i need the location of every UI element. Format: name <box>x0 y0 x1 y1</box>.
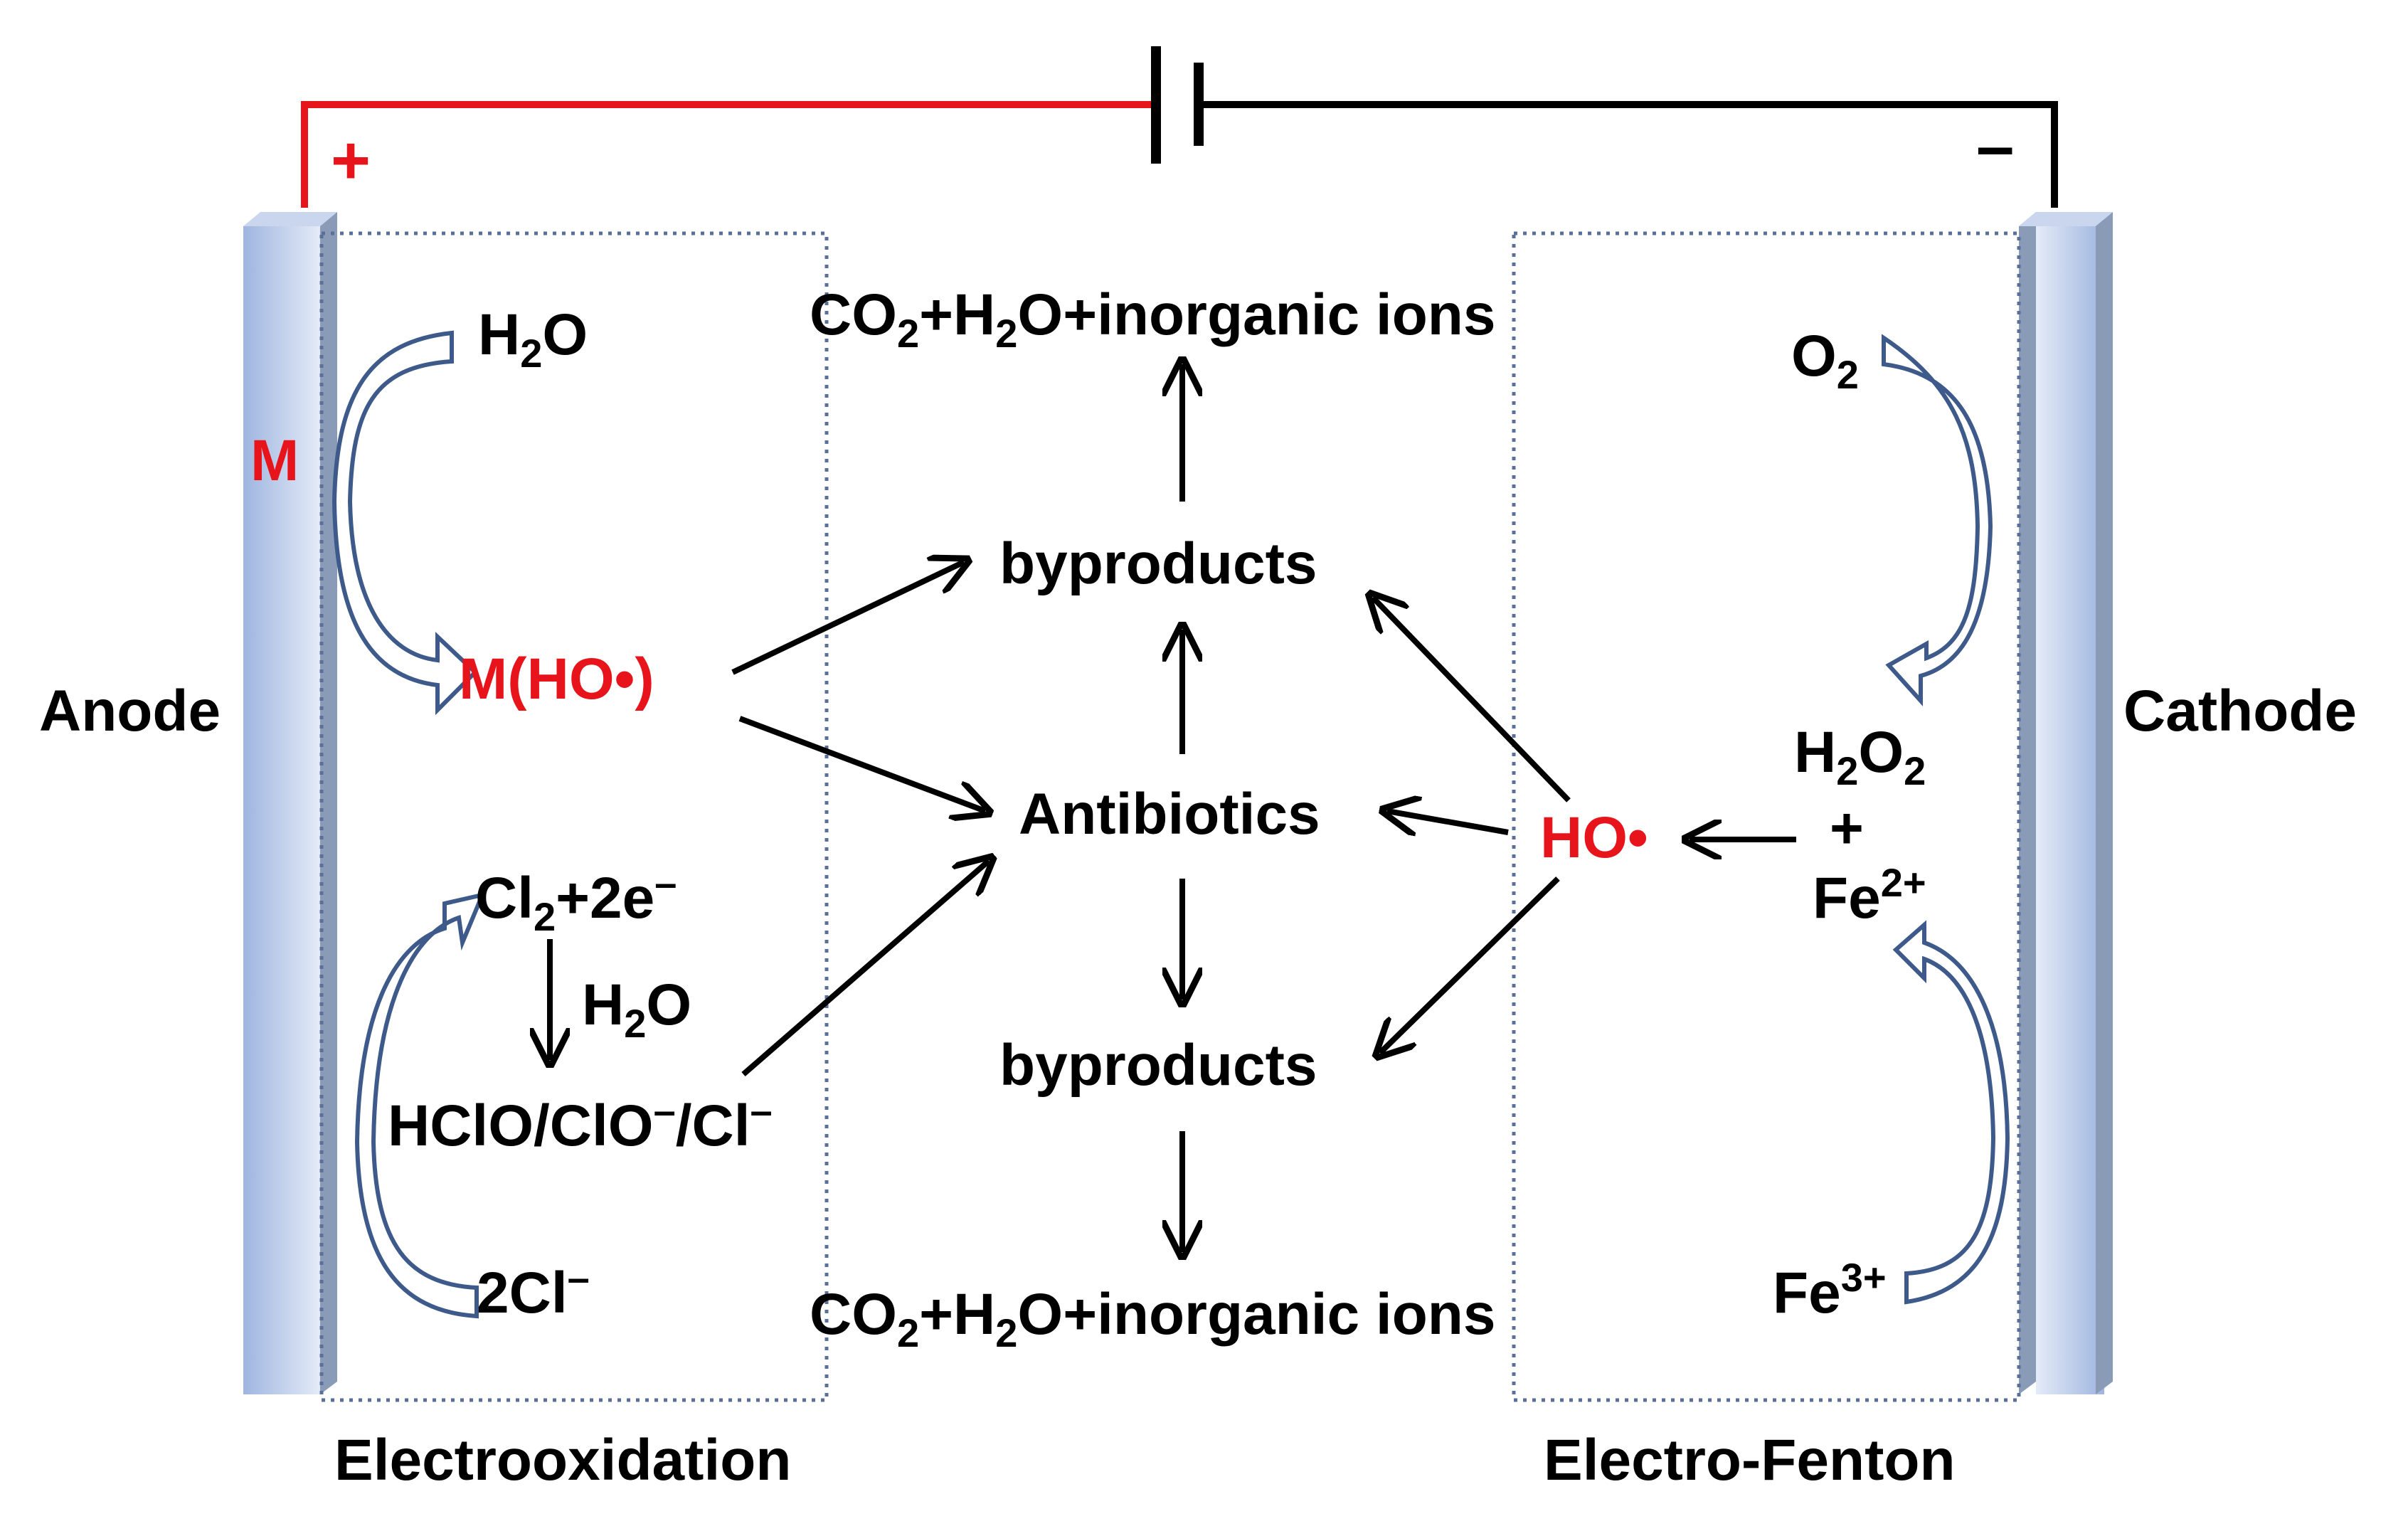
h2o-middle: H2O <box>582 973 691 1046</box>
negative-wire <box>1199 101 2058 208</box>
electrooxidation-zone <box>319 231 829 1402</box>
co2-products-bottom: CO2+H2O+inorganic ions <box>810 1282 1495 1355</box>
electro-fenton-zone <box>1512 231 2021 1402</box>
m-ho-radical: M(HO•) <box>459 647 654 711</box>
positive-wire <box>301 101 1156 208</box>
fe3-ion: Fe3+ <box>1773 1255 1887 1325</box>
fe2-ion: Fe2+ <box>1813 860 1926 931</box>
curved-arrow-fe3-to-fe2 <box>1892 920 2010 1305</box>
co2-products-top: CO2+H2O+inorganic ions <box>810 282 1495 356</box>
h2o2: H2O2 <box>1794 720 1926 793</box>
circuit: + – <box>301 46 2058 208</box>
positive-sign: + <box>331 122 371 198</box>
arrow-ho-to-byproducts-bottom <box>1380 876 1560 1053</box>
cathode-electrode <box>2019 212 2113 1394</box>
chloride-ions: 2Cl– <box>477 1255 590 1325</box>
cathode-label: Cathode <box>2123 679 2357 743</box>
hclo-species: HClO/ClO–/Cl– <box>388 1088 773 1158</box>
anode-electrode <box>243 212 337 1394</box>
byproducts-bottom: byproducts <box>999 1033 1317 1098</box>
arrow-hclo-to-antibiotics <box>741 861 989 1077</box>
anode-material-label: M <box>250 428 299 493</box>
electrooxidation-label: Electrooxidation <box>334 1428 791 1493</box>
negative-sign: – <box>1976 108 2014 184</box>
anode-label: Anode <box>39 679 221 743</box>
o2: O2 <box>1791 324 1859 397</box>
arrow-mho-to-antibiotics <box>738 716 985 811</box>
antibiotics: Antibiotics <box>1019 782 1320 847</box>
h2o-top: H2O <box>478 302 588 376</box>
plus-sign: + <box>1830 796 1864 861</box>
ho-radical: HO• <box>1540 805 1648 870</box>
curved-arrow-o2-to-h2o2 <box>1882 334 1993 706</box>
curved-arrow-h2o-to-mho <box>332 330 479 716</box>
byproducts-top: byproducts <box>999 531 1317 596</box>
arrow-ho-to-byproducts-top <box>1373 598 1571 802</box>
reaction-arrows <box>550 364 1796 1252</box>
arrow-mho-to-byproducts <box>731 562 964 675</box>
arrow-ho-to-antibiotics <box>1387 811 1509 832</box>
curved-arrow-cl-to-cl2 <box>354 891 487 1319</box>
electro-fenton-label: Electro-Fenton <box>1544 1428 1956 1493</box>
cl2-plus-electrons: Cl2+2e– <box>475 860 677 939</box>
